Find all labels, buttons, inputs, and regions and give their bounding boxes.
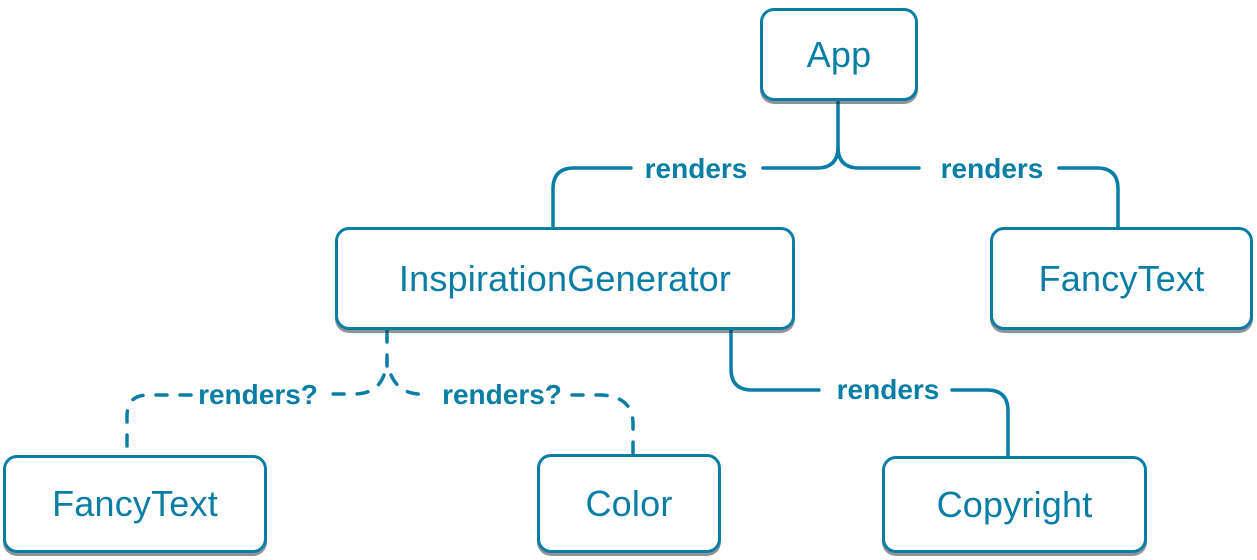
edge-inspirationgenerator-to-color-dashed-segment-2 <box>570 393 635 456</box>
node-color: Color <box>537 454 721 553</box>
node-fancy-text-bottom: FancyText <box>3 455 267 553</box>
edge-label-renders-copyright: renders <box>836 374 940 405</box>
edge-inspirationgenerator-to-color-dashed-segment-1 <box>389 373 433 396</box>
node-fancy-text-bottom-label: FancyText <box>52 483 218 524</box>
edge-app-to-fancytext-segment-1 <box>836 145 921 170</box>
node-inspiration-generator: InspirationGenerator <box>335 227 795 330</box>
edge-app-to-fancytext-segment-2 <box>1057 166 1120 229</box>
edge-label-renders-app-fancytext: renders <box>940 153 1044 184</box>
edge-inspirationgenerator-to-fancytext-dashed-segment-1 <box>329 373 386 396</box>
node-copyright-label: Copyright <box>936 483 1093 525</box>
edge-label-renders-app-inspirationgenerator: renders <box>644 153 748 184</box>
node-app-label: App <box>806 33 872 75</box>
node-inspiration-generator-label: InspirationGenerator <box>398 257 732 299</box>
node-app: App <box>760 8 918 101</box>
edge-app-to-inspirationgenerator-segment-2 <box>551 166 633 229</box>
node-fancy-text-top-label: FancyText <box>1038 257 1205 299</box>
node-fancy-text-top: FancyText <box>990 227 1253 330</box>
node-color-label: Color <box>585 482 673 524</box>
edge-app-to-inspirationgenerator-segment-1 <box>761 98 840 170</box>
edge-inspirationgenerator-to-fancytext-dashed-segment-2 <box>125 393 193 457</box>
edge-label-renders-question-color: renders? <box>442 379 562 410</box>
edge-inspirationgenerator-to-copyright-segment-2 <box>950 388 1010 458</box>
edge-inspirationgenerator-to-copyright-segment-1 <box>729 328 821 392</box>
node-copyright: Copyright <box>882 456 1147 553</box>
edge-label-renders-question-fancytext: renders? <box>198 379 318 410</box>
